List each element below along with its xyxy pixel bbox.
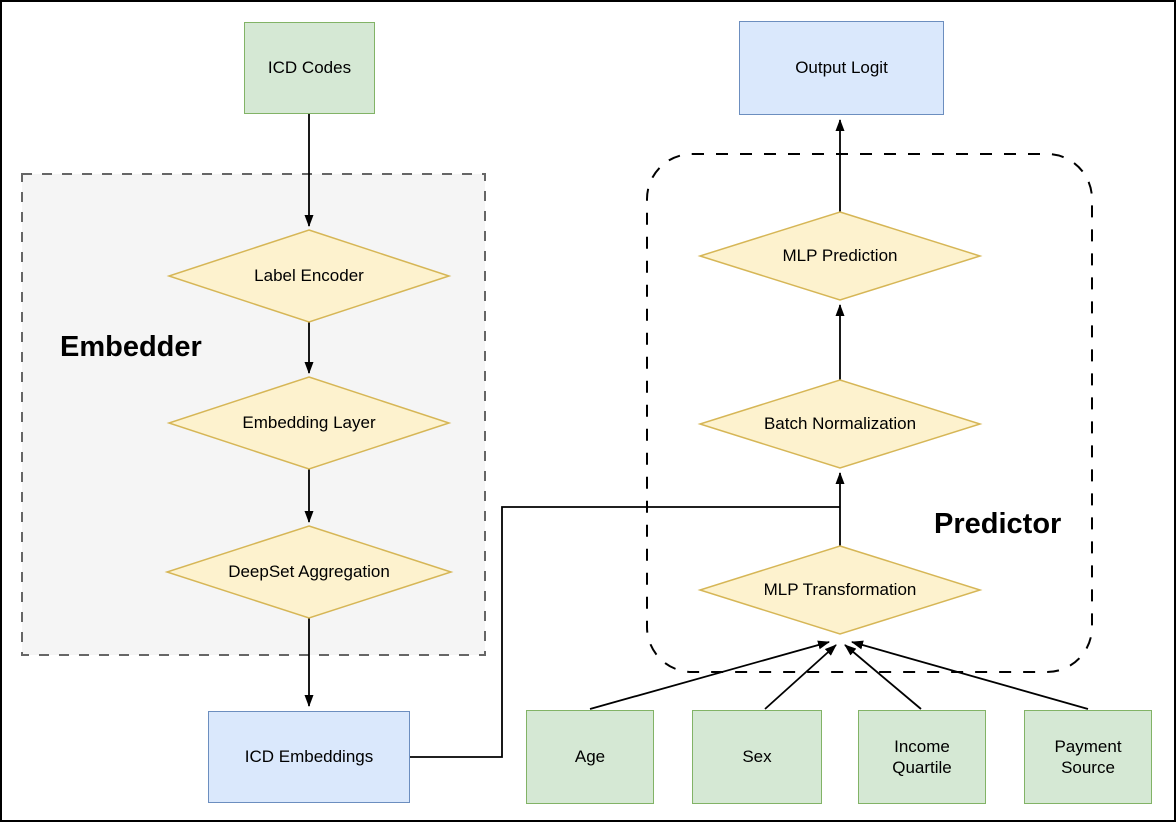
age-label: Age: [574, 747, 606, 767]
mlp-transformation-label: MLP Transformation: [763, 580, 917, 599]
deepset-aggregation-diamond: [164, 525, 454, 619]
sex-node: Sex: [692, 710, 822, 804]
age-node: Age: [526, 710, 654, 804]
deepset-aggregation-label: DeepSet Aggregation: [228, 562, 390, 581]
mlp-prediction-label: MLP Prediction: [782, 246, 898, 265]
embedding-layer-diamond: [166, 376, 452, 470]
payment-source-label: Payment Source: [1054, 736, 1122, 777]
income-quartile-node: Income Quartile: [858, 710, 986, 804]
sex-label: Sex: [742, 747, 772, 767]
edge-icd-embeddings-to-batch-normalization: [410, 506, 840, 758]
batch-normalization-label: Batch Normalization: [763, 414, 917, 433]
embedding-layer-label: Embedding Layer: [242, 413, 376, 432]
predictor-group-box: [646, 153, 1093, 673]
icd-codes-node: ICD Codes: [244, 22, 375, 114]
mlp-prediction-diamond: [697, 211, 983, 301]
predictor-group-title: Predictor: [934, 508, 1062, 540]
icd-codes-label: ICD Codes: [267, 58, 352, 78]
edge-income-quartile-to-mlp-transformation: [844, 644, 922, 710]
batch-normalization-diamond: [697, 379, 983, 469]
output-logit-node: Output Logit: [739, 21, 944, 115]
icd-embeddings-node: ICD Embeddings: [208, 711, 410, 803]
edge-sex-to-mlp-transformation: [764, 644, 837, 710]
income-quartile-label: Income Quartile: [892, 736, 952, 777]
edge-age-to-mlp-transformation: [589, 640, 830, 710]
edge-payment-source-to-mlp-transformation: [851, 640, 1089, 710]
mlp-transformation-diamond: [697, 545, 983, 635]
label-encoder-label: Label Encoder: [254, 266, 364, 285]
output-logit-label: Output Logit: [795, 58, 888, 78]
icd-embeddings-label: ICD Embeddings: [244, 747, 374, 767]
label-encoder-diamond: [166, 229, 452, 323]
embedder-group-title: Embedder: [60, 331, 202, 363]
payment-source-node: Payment Source: [1024, 710, 1152, 804]
